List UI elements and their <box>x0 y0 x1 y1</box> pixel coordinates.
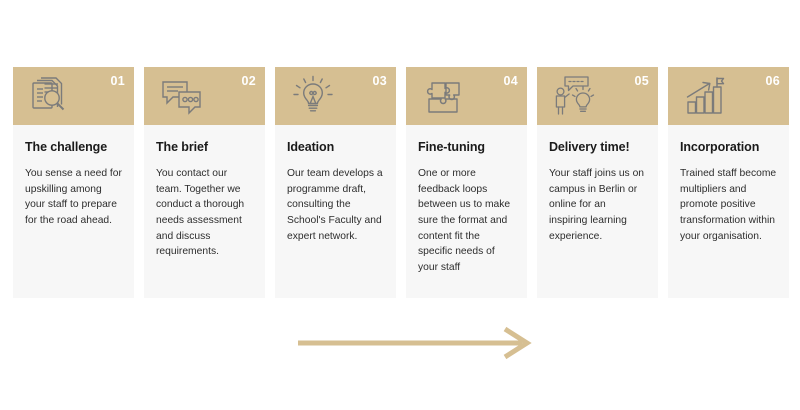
card-header: 05 <box>537 67 658 125</box>
person-presenting-idea-icon <box>549 71 601 121</box>
card-body: The brief You contact our team. Together… <box>144 125 265 298</box>
card-text: One or more feedback loops between us to… <box>418 168 511 273</box>
card-number: 02 <box>241 74 256 88</box>
card-text: Our team develops a programme draft, con… <box>287 168 383 242</box>
process-step-card[interactable]: 05 Delivery time! Your staff joins us on… <box>537 67 658 298</box>
documents-magnifier-icon <box>25 71 77 121</box>
card-body: Ideation Our team develops a programme d… <box>275 125 396 298</box>
card-header: 03 <box>275 67 396 125</box>
flow-arrow <box>296 325 532 361</box>
card-header: 02 <box>144 67 265 125</box>
card-text: Your staff joins us on campus in Berlin … <box>549 168 645 242</box>
right-arrow-icon <box>298 326 532 360</box>
process-step-card[interactable]: 03 Ideation Our team develops a programm… <box>275 67 396 298</box>
puzzle-pieces-icon <box>418 71 470 121</box>
card-header: 06 <box>668 67 789 125</box>
card-title: The brief <box>156 140 208 154</box>
card-text: You sense a need for upskilling among yo… <box>25 168 122 226</box>
card-header: 01 <box>13 67 134 125</box>
card-title: The challenge <box>25 140 108 154</box>
process-step-card[interactable]: 02 The brief You contact our team. Toget… <box>144 67 265 298</box>
lightbulb-idea-icon <box>287 71 339 121</box>
process-step-card[interactable]: 01 The challenge You sense a need for up… <box>13 67 134 298</box>
process-step-card[interactable]: 06 Incorporation Trained staff become mu… <box>668 67 789 298</box>
card-body: Incorporation Trained staff become multi… <box>668 125 789 298</box>
card-body: The challenge You sense a need for upski… <box>13 125 134 298</box>
growth-chart-flag-icon <box>680 71 732 121</box>
card-title: Incorporation <box>680 140 760 154</box>
card-body: Fine-tuning One or more feedback loops b… <box>406 125 527 298</box>
card-header: 04 <box>406 67 527 125</box>
card-number: 04 <box>503 74 518 88</box>
card-text: You contact our team. Together we conduc… <box>156 168 245 258</box>
card-title: Fine-tuning <box>418 140 485 154</box>
card-title: Ideation <box>287 140 335 154</box>
process-steps-row: 01 The challenge You sense a need for up… <box>13 67 789 298</box>
card-number: 06 <box>765 74 780 88</box>
process-step-card[interactable]: 04 Fine-tuning One or more feedback loop… <box>406 67 527 298</box>
card-text: Trained staff become multipliers and pro… <box>680 168 777 242</box>
card-number: 03 <box>372 74 387 88</box>
card-number: 01 <box>110 74 125 88</box>
card-body: Delivery time! Your staff joins us on ca… <box>537 125 658 298</box>
card-number: 05 <box>634 74 649 88</box>
speech-bubbles-icon <box>156 71 208 121</box>
card-title: Delivery time! <box>549 140 630 154</box>
